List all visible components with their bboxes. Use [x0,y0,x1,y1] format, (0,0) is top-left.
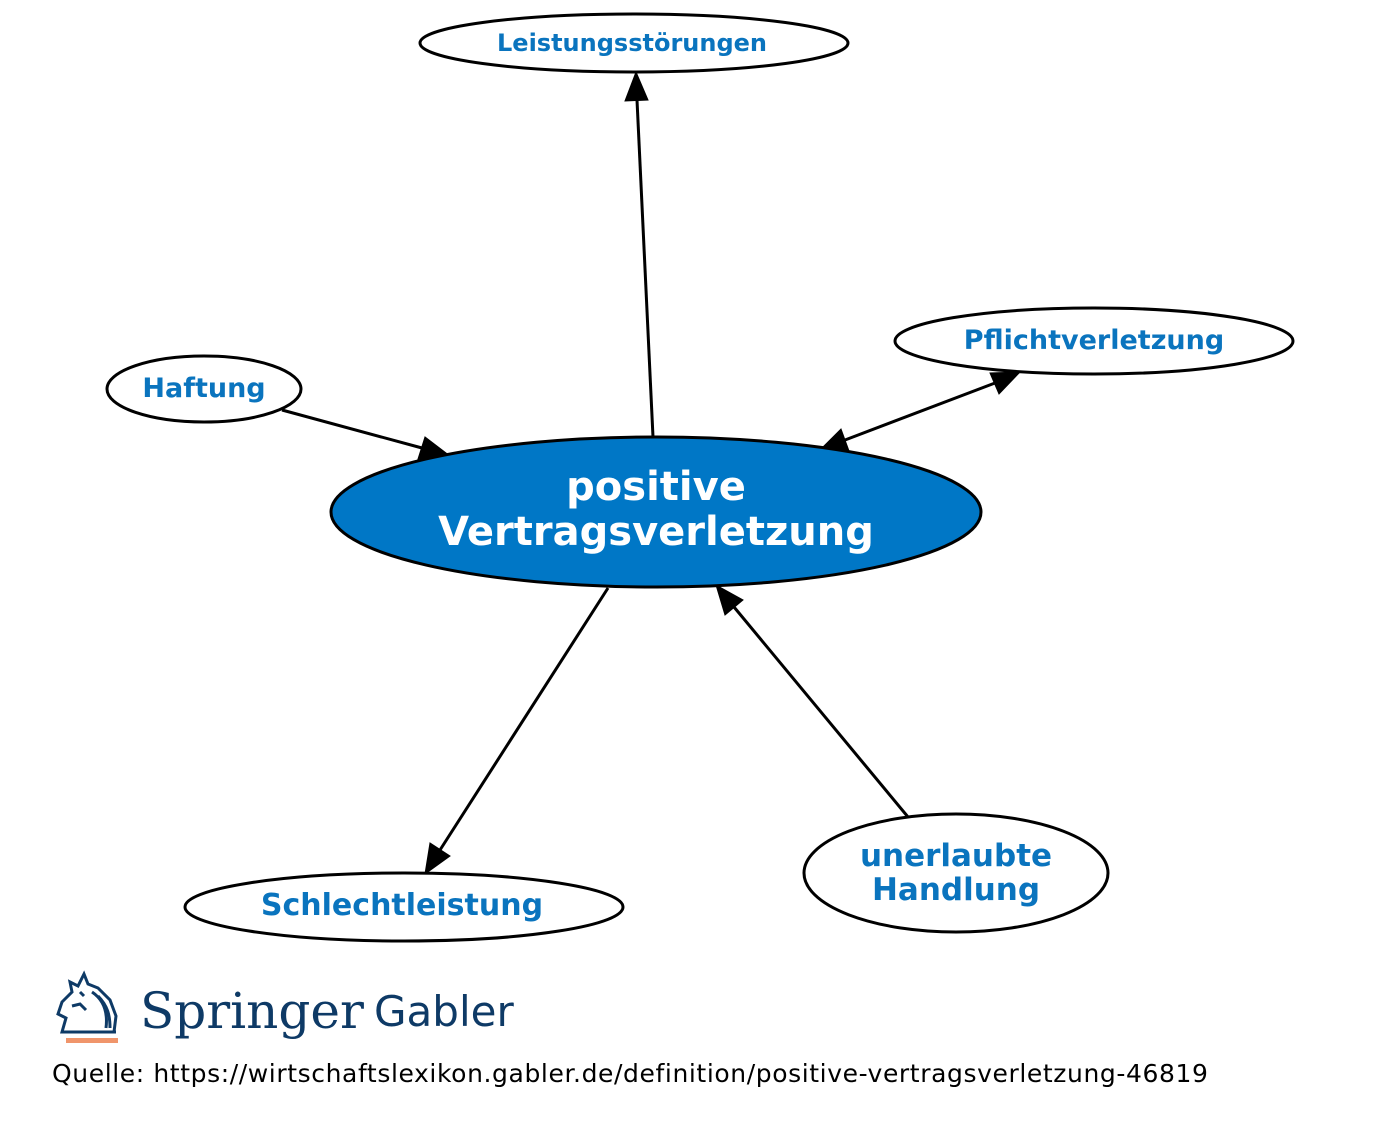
node-leistungsstoerungen-label: Leistungsstörungen [497,29,767,57]
concept-map: positive Vertragsverletzung Leistungsstö… [105,12,1295,943]
node-pflichtverletzung-label: Pflichtverletzung [964,325,1224,356]
node-unerlaubte-handlung-label-line2: Handlung [872,872,1040,908]
node-schlechtleistung[interactable] [183,871,625,943]
node-unerlaubte-handlung-label-line1: unerlaubte [860,838,1052,874]
logo-word-gabler: Gabler [374,987,514,1036]
node-haftung[interactable] [105,354,303,424]
chess-knight-icon [56,970,118,1034]
node-unerlaubte-handlung[interactable] [802,812,1110,934]
edge-unerlaubte-to-center [732,606,910,818]
edge-center-pflichtverletzung [844,381,996,442]
arrowhead-pflichtverletzung [989,371,1022,395]
edge-center-to-schlechtleistung [438,587,610,851]
logo-underline [66,1038,118,1043]
center-node-label-line1: positive [566,464,746,510]
arrowhead-schlechtleistung [424,842,451,876]
node-leistungsstoerungen[interactable] [418,12,850,74]
logo-word-springer: Springer [140,982,364,1040]
arrowhead-unerlaubte-center [715,583,744,616]
center-node[interactable] [329,435,983,589]
springer-gabler-logo: Springer Gabler [56,970,514,1043]
node-schlechtleistung-label: Schlechtleistung [261,888,543,923]
node-pflichtverletzung[interactable] [893,306,1295,376]
center-node-label-line2: Vertragsverletzung [438,509,874,555]
node-haftung-label: Haftung [142,373,265,404]
edge-haftung-to-center [281,408,423,450]
arrowhead-leistungsstoerungen [624,70,649,102]
source-url-text: Quelle: https://wirtschaftslexikon.gable… [52,1059,1209,1088]
edge-center-to-leistungsstoerungen [635,99,655,438]
